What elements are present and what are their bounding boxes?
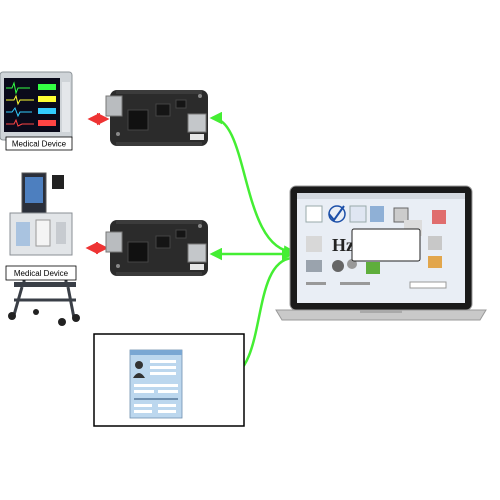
ventilator-cart-icon: [8, 172, 80, 326]
svg-text:Medical Device: Medical Device: [14, 269, 69, 278]
svg-text:Medical Device: Medical Device: [12, 140, 67, 149]
embedded-board-icon: [105, 220, 208, 276]
device-label-cart: Medical Device: [5, 265, 77, 281]
network-link-board-1: [209, 111, 297, 258]
device-label-monitor: Medical Device: [5, 136, 73, 151]
patient-panel-icon: [129, 349, 183, 419]
embedded-board-icon: [105, 90, 208, 146]
laptop-icon: Hz: [275, 185, 487, 321]
svg-text:Hz: Hz: [332, 235, 354, 255]
patient-monitor-icon: [0, 71, 73, 141]
